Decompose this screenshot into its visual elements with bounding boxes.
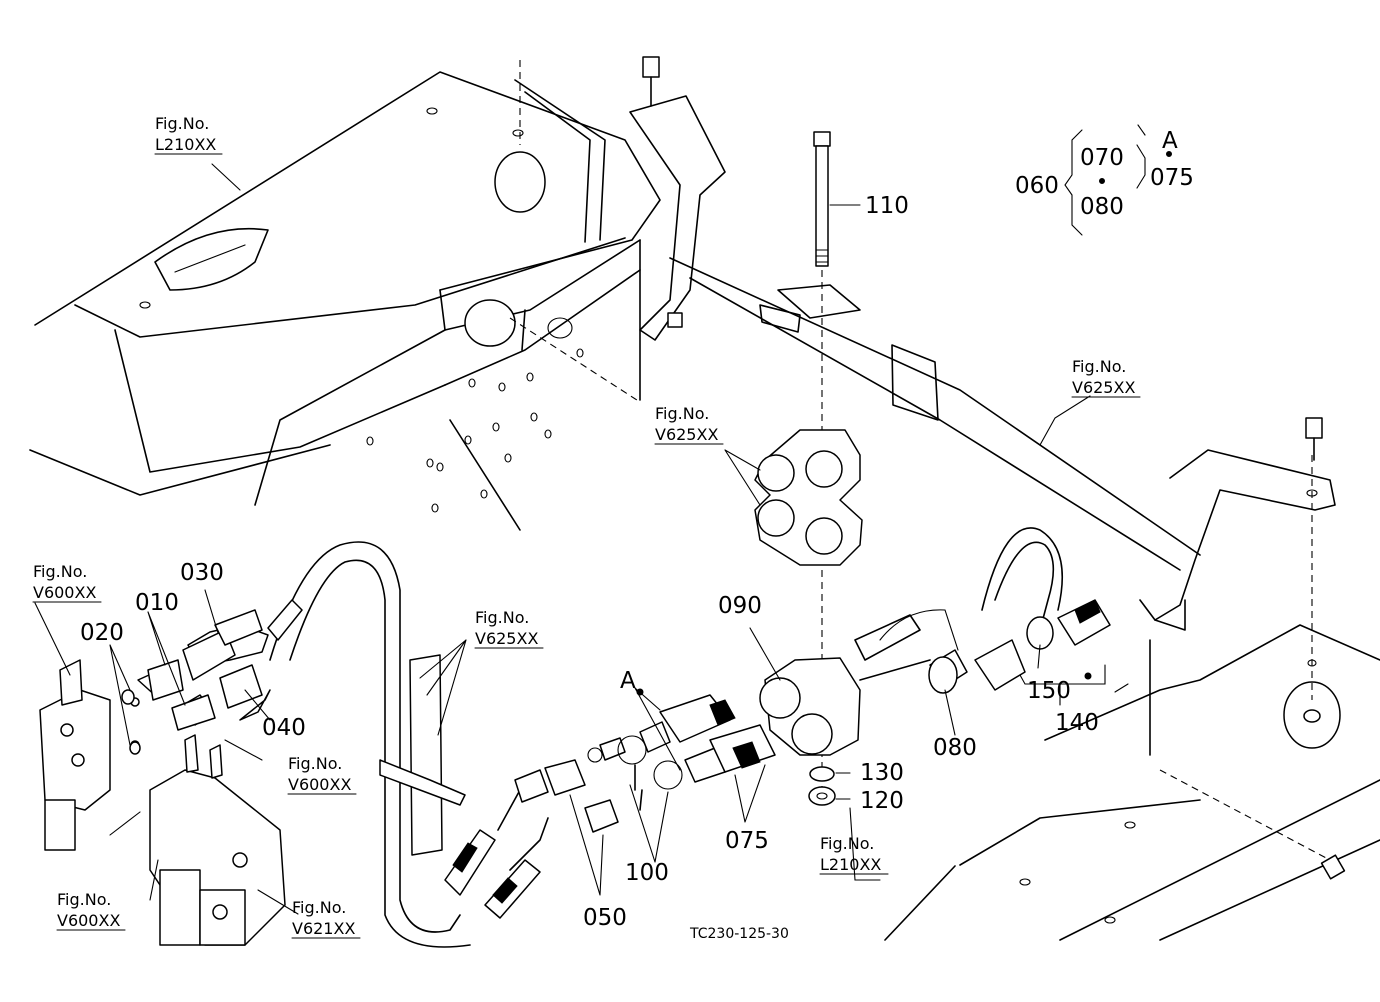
fig-ref-l210xx-bottom: Fig.No. L210XX [819, 834, 889, 875]
svg-text:Fig.No.: Fig.No. [1072, 357, 1126, 376]
svg-text:V625XX: V625XX [1072, 378, 1135, 397]
hydraulic-hose-drawing [267, 541, 549, 948]
fig-ref-v621xx: Fig.No. V621XX [291, 898, 361, 939]
label-110: 110 [865, 193, 909, 219]
label-150: 150 [1027, 678, 1071, 704]
label-075: 075 [725, 828, 769, 854]
main-frame-drawing [29, 60, 661, 531]
svg-text:V600XX: V600XX [57, 911, 120, 930]
label-080-legend: 080 [1080, 194, 1124, 220]
bolt-and-clamp-drawing [754, 131, 863, 806]
fig-ref-v625xx-clamp: Fig.No. V625XX [654, 404, 724, 445]
svg-text:V621XX: V621XX [292, 919, 355, 938]
svg-text:Fig.No.: Fig.No. [820, 834, 874, 853]
label-a: A [620, 668, 636, 694]
label-130: 130 [860, 760, 904, 786]
part-number-labels: 010 020 030 040 050 060 070 075 075 080 … [80, 128, 1194, 931]
fittings-couplers-drawing [121, 527, 1111, 833]
svg-text:Fig.No.: Fig.No. [288, 754, 342, 773]
label-030: 030 [180, 560, 224, 586]
control-valve-drawing [39, 624, 286, 946]
label-060: 060 [1015, 173, 1059, 199]
svg-text:V600XX: V600XX [288, 775, 351, 794]
legend-brackets [1064, 124, 1172, 236]
fig-ref-v600xx-left: Fig.No. V600XX [32, 562, 102, 603]
bracket-rail-drawing [629, 56, 1380, 941]
svg-text:V600XX: V600XX [33, 583, 96, 602]
svg-text:L210XX: L210XX [820, 855, 881, 874]
figure-reference-labels: Fig.No. L210XX Fig.No. V625XX Fig.No. V6… [32, 114, 1141, 939]
label-040: 040 [262, 715, 306, 741]
label-075-legend: 075 [1150, 165, 1194, 191]
svg-text:L210XX: L210XX [155, 135, 216, 154]
svg-text:V625XX: V625XX [655, 425, 718, 444]
label-090: 090 [718, 593, 762, 619]
label-050: 050 [583, 905, 627, 931]
fig-ref-v625xx-hose: Fig.No. V625XX [474, 608, 544, 649]
svg-text:Fig.No.: Fig.No. [292, 898, 346, 917]
label-020: 020 [80, 620, 124, 646]
svg-text:Fig.No.: Fig.No. [155, 114, 209, 133]
drawing-code: TC230-125-30 [689, 926, 789, 942]
fig-ref-v600xx-middle: Fig.No. V600XX [287, 754, 357, 795]
label-120: 120 [860, 788, 904, 814]
svg-text:Fig.No.: Fig.No. [655, 404, 709, 423]
label-010: 010 [135, 590, 179, 616]
fig-ref-v600xx-bottom: Fig.No. V600XX [56, 890, 126, 931]
svg-text:Fig.No.: Fig.No. [33, 562, 87, 581]
fig-ref-v625xx-right: Fig.No. V625XX [1071, 357, 1141, 398]
label-080: 080 [933, 735, 977, 761]
fig-ref-l210xx-top: Fig.No. L210XX [154, 114, 223, 155]
label-070: 070 [1080, 145, 1124, 171]
leader-lines [34, 163, 1129, 915]
label-100: 100 [625, 860, 669, 886]
svg-text:Fig.No.: Fig.No. [57, 890, 111, 909]
svg-text:Fig.No.: Fig.No. [475, 608, 529, 627]
svg-text:V625XX: V625XX [475, 629, 538, 648]
label-140: 140 [1055, 710, 1099, 736]
label-a-legend: A [1162, 128, 1178, 154]
